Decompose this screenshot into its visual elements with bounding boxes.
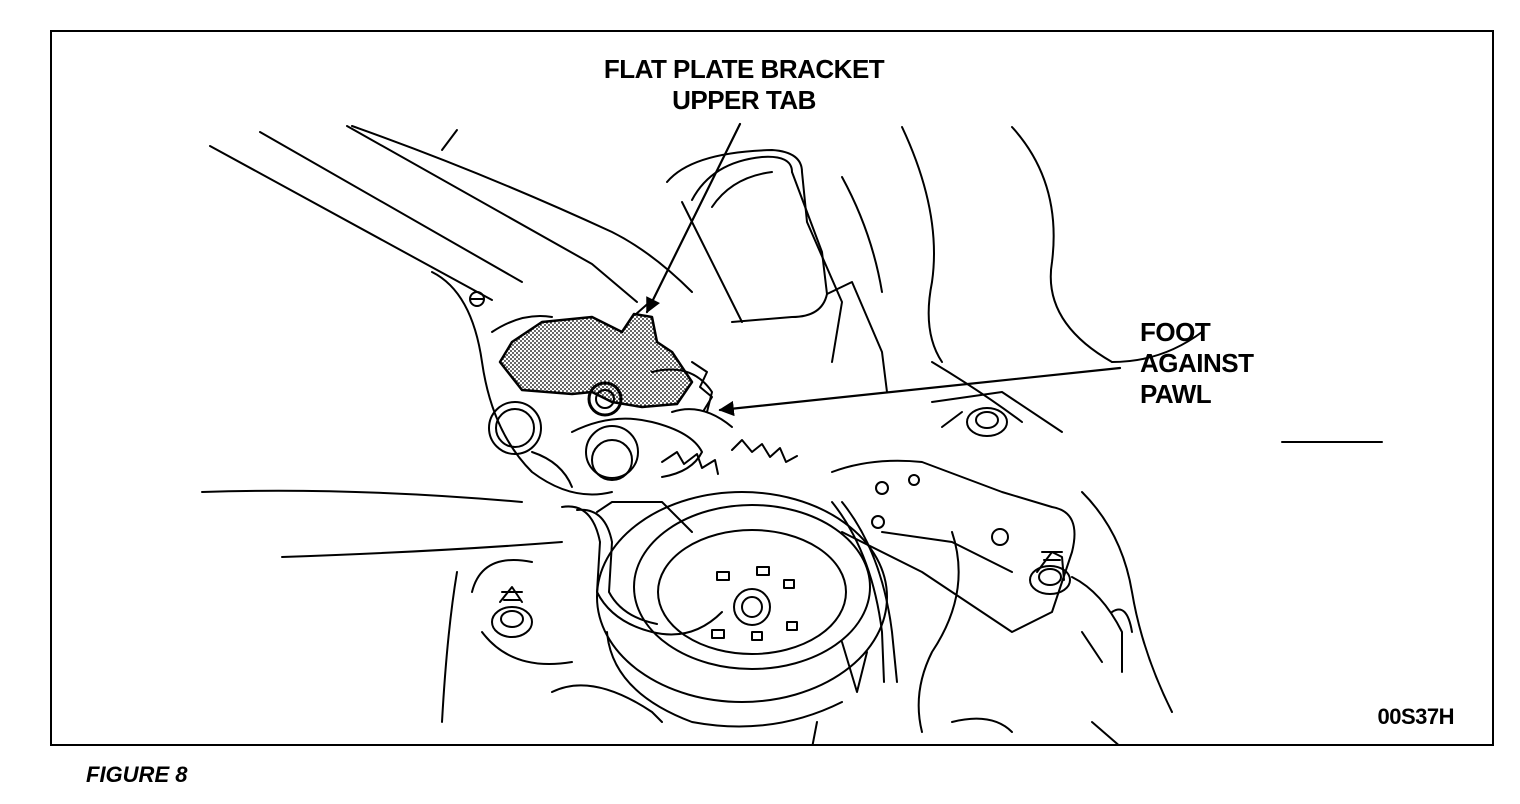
foot-leader [718,366,1122,417]
right-stud [1029,551,1123,673]
background-surfaces [201,489,1173,744]
foot-callout-line2: AGAINST [1140,348,1254,378]
wire-rod [561,501,898,693]
figure-reference-code: 00S37H [1377,704,1454,729]
left-stud [481,586,573,665]
flat-plate-bracket [498,312,694,409]
upper-right-bolt [931,391,1063,437]
upper-tab-callout: FLAT PLATE BRACKET UPPER TAB [564,54,924,116]
mechanism-illustration [201,122,1383,744]
figure-frame: FLAT PLATE BRACKET UPPER TAB FOOT AGAINS… [50,30,1494,746]
seat-frame-rails [209,125,693,303]
foot-callout-line1: FOOT [1140,317,1211,347]
foot-callout-line3: PAWL [1140,379,1212,409]
return-spring [651,361,713,413]
upper-tab-leader [645,122,742,314]
foot-callout: FOOT AGAINST PAWL [1140,317,1254,410]
lever-arm [431,271,613,496]
gear-teeth [661,439,798,475]
upper-tab-callout-line1: FLAT PLATE BRACKET [603,54,885,84]
figure-caption: FIGURE 8 [86,762,188,787]
recliner-drum [596,491,888,728]
pawl [571,408,733,481]
upper-tab-callout-line2: UPPER TAB [672,85,816,115]
seat-back-tube [666,149,888,393]
bracket-bolt [587,381,623,417]
base-plate [831,459,1076,633]
upper-right-frame [901,126,1383,443]
